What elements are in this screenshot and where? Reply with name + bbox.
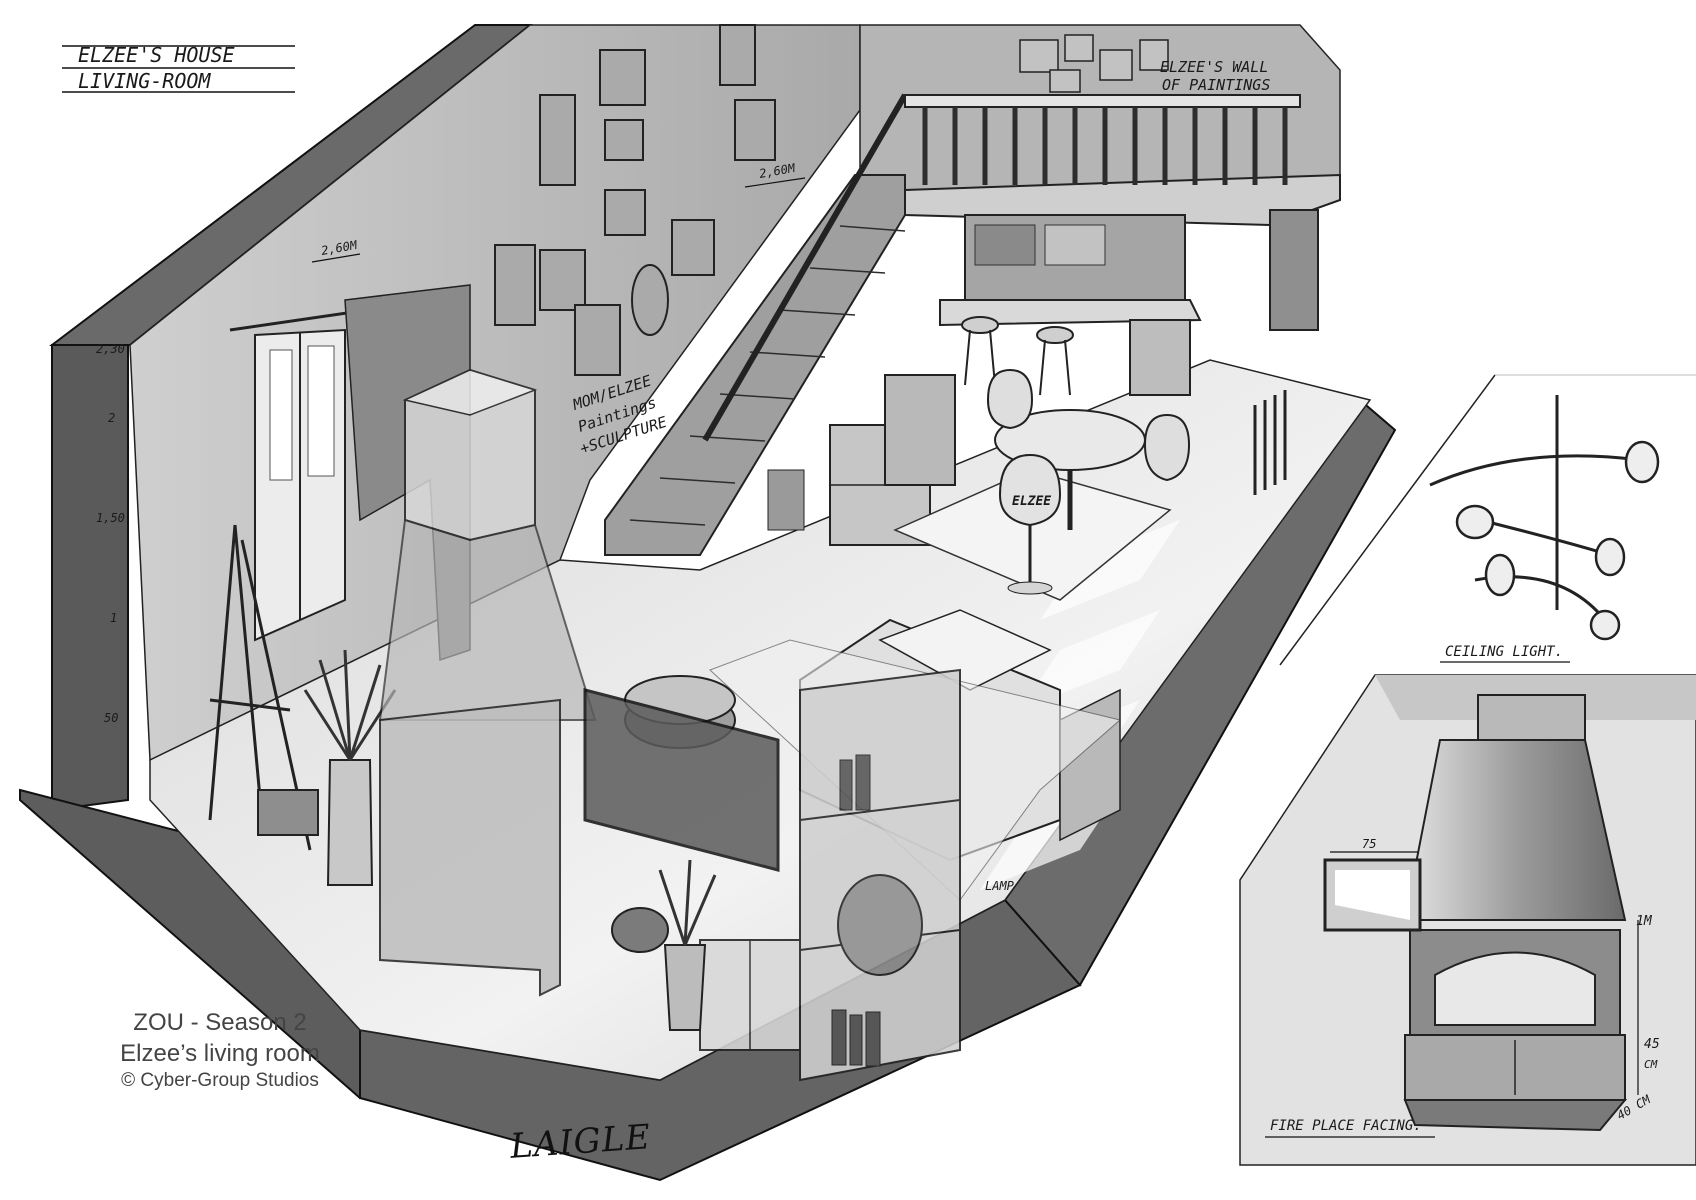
scale-mark: 2,30 bbox=[96, 342, 125, 356]
elzee-wall-of-paintings bbox=[1019, 34, 1169, 93]
art-shelves bbox=[767, 374, 956, 546]
mom-elzee-paintings bbox=[494, 24, 776, 376]
bookcase bbox=[699, 668, 961, 1082]
chair-elzee bbox=[998, 453, 1062, 527]
label-wall-paintings-1: ELZEE'S WALL bbox=[1160, 58, 1268, 76]
vase-tulips bbox=[611, 859, 717, 1031]
fireplace-label: FIRE PLACE FACING. bbox=[1270, 1118, 1422, 1134]
scale-mark: 50 bbox=[104, 711, 118, 725]
chair-name-label: ELZEE bbox=[1012, 494, 1051, 509]
stair-handrail bbox=[702, 93, 908, 442]
outer-wall-left bbox=[51, 344, 129, 812]
dining-set bbox=[893, 368, 1191, 601]
credit-title: Elzee’s living room bbox=[120, 1039, 320, 1067]
dim-height-top: 1M bbox=[1636, 914, 1653, 929]
radiator bbox=[1253, 390, 1287, 495]
lamp-label: LAMP bbox=[985, 879, 1015, 893]
scale-mark: 1,50 bbox=[96, 511, 125, 525]
credits: ZOU - Season 2 Elzee’s living room © Cyb… bbox=[70, 1008, 370, 1094]
label-stair-width: 2,60M bbox=[758, 161, 797, 181]
dimension-wall: 2,60M bbox=[311, 238, 361, 263]
room-cutaway bbox=[19, 24, 1397, 1182]
bar-stools bbox=[961, 316, 1074, 396]
credit-show: ZOU - Season 2 bbox=[133, 1009, 307, 1036]
sheet-title-line2: LIVING-ROOM bbox=[78, 69, 211, 93]
credit-copyright: © Cyber-Group Studios bbox=[121, 1070, 319, 1092]
tv-and-pouf bbox=[583, 675, 780, 872]
dimension-stair: 2,60M bbox=[744, 161, 806, 188]
vase-dried-flowers bbox=[303, 649, 397, 886]
fireplace-base bbox=[379, 698, 561, 997]
label-wall-paintings-2: OF PAINTINGS bbox=[1162, 76, 1270, 94]
kitchen bbox=[939, 209, 1319, 396]
scale-mark: 2 bbox=[108, 411, 115, 425]
fireplace-chimney bbox=[378, 368, 597, 721]
vase-roses bbox=[837, 874, 923, 976]
sheet-title-line1: ELZEE'S HOUSE bbox=[78, 43, 235, 67]
title-block: ELZEE'S HOUSE LIVING-ROOM bbox=[62, 43, 295, 93]
fireplace-panel: 75 1M 45 CM 40 CM FIRE PLACE FACING. bbox=[1239, 674, 1696, 1166]
ceiling-light-label: CEILING LIGHT. bbox=[1445, 644, 1563, 660]
ceiling-light-panel: CEILING LIGHT. bbox=[1279, 374, 1696, 666]
storage-box bbox=[257, 789, 319, 836]
back-door bbox=[1269, 209, 1319, 331]
ceiling-light-sketch bbox=[1429, 395, 1660, 641]
dining-rug bbox=[893, 469, 1172, 601]
kitchen-counter bbox=[939, 299, 1202, 327]
chair-right bbox=[1143, 413, 1191, 482]
dim-height-mid-1: 45 bbox=[1644, 1037, 1660, 1052]
label-wall-width: 2,60M bbox=[320, 238, 359, 258]
dim-height-mid-2: CM bbox=[1644, 1058, 1658, 1071]
tv-screen bbox=[583, 688, 780, 872]
height-scale: 2,30 2 1,50 1 50 bbox=[96, 342, 129, 800]
chair-back-left bbox=[986, 368, 1034, 430]
scale-mark: 1 bbox=[110, 611, 117, 625]
dim-width: 75 bbox=[1362, 837, 1376, 851]
